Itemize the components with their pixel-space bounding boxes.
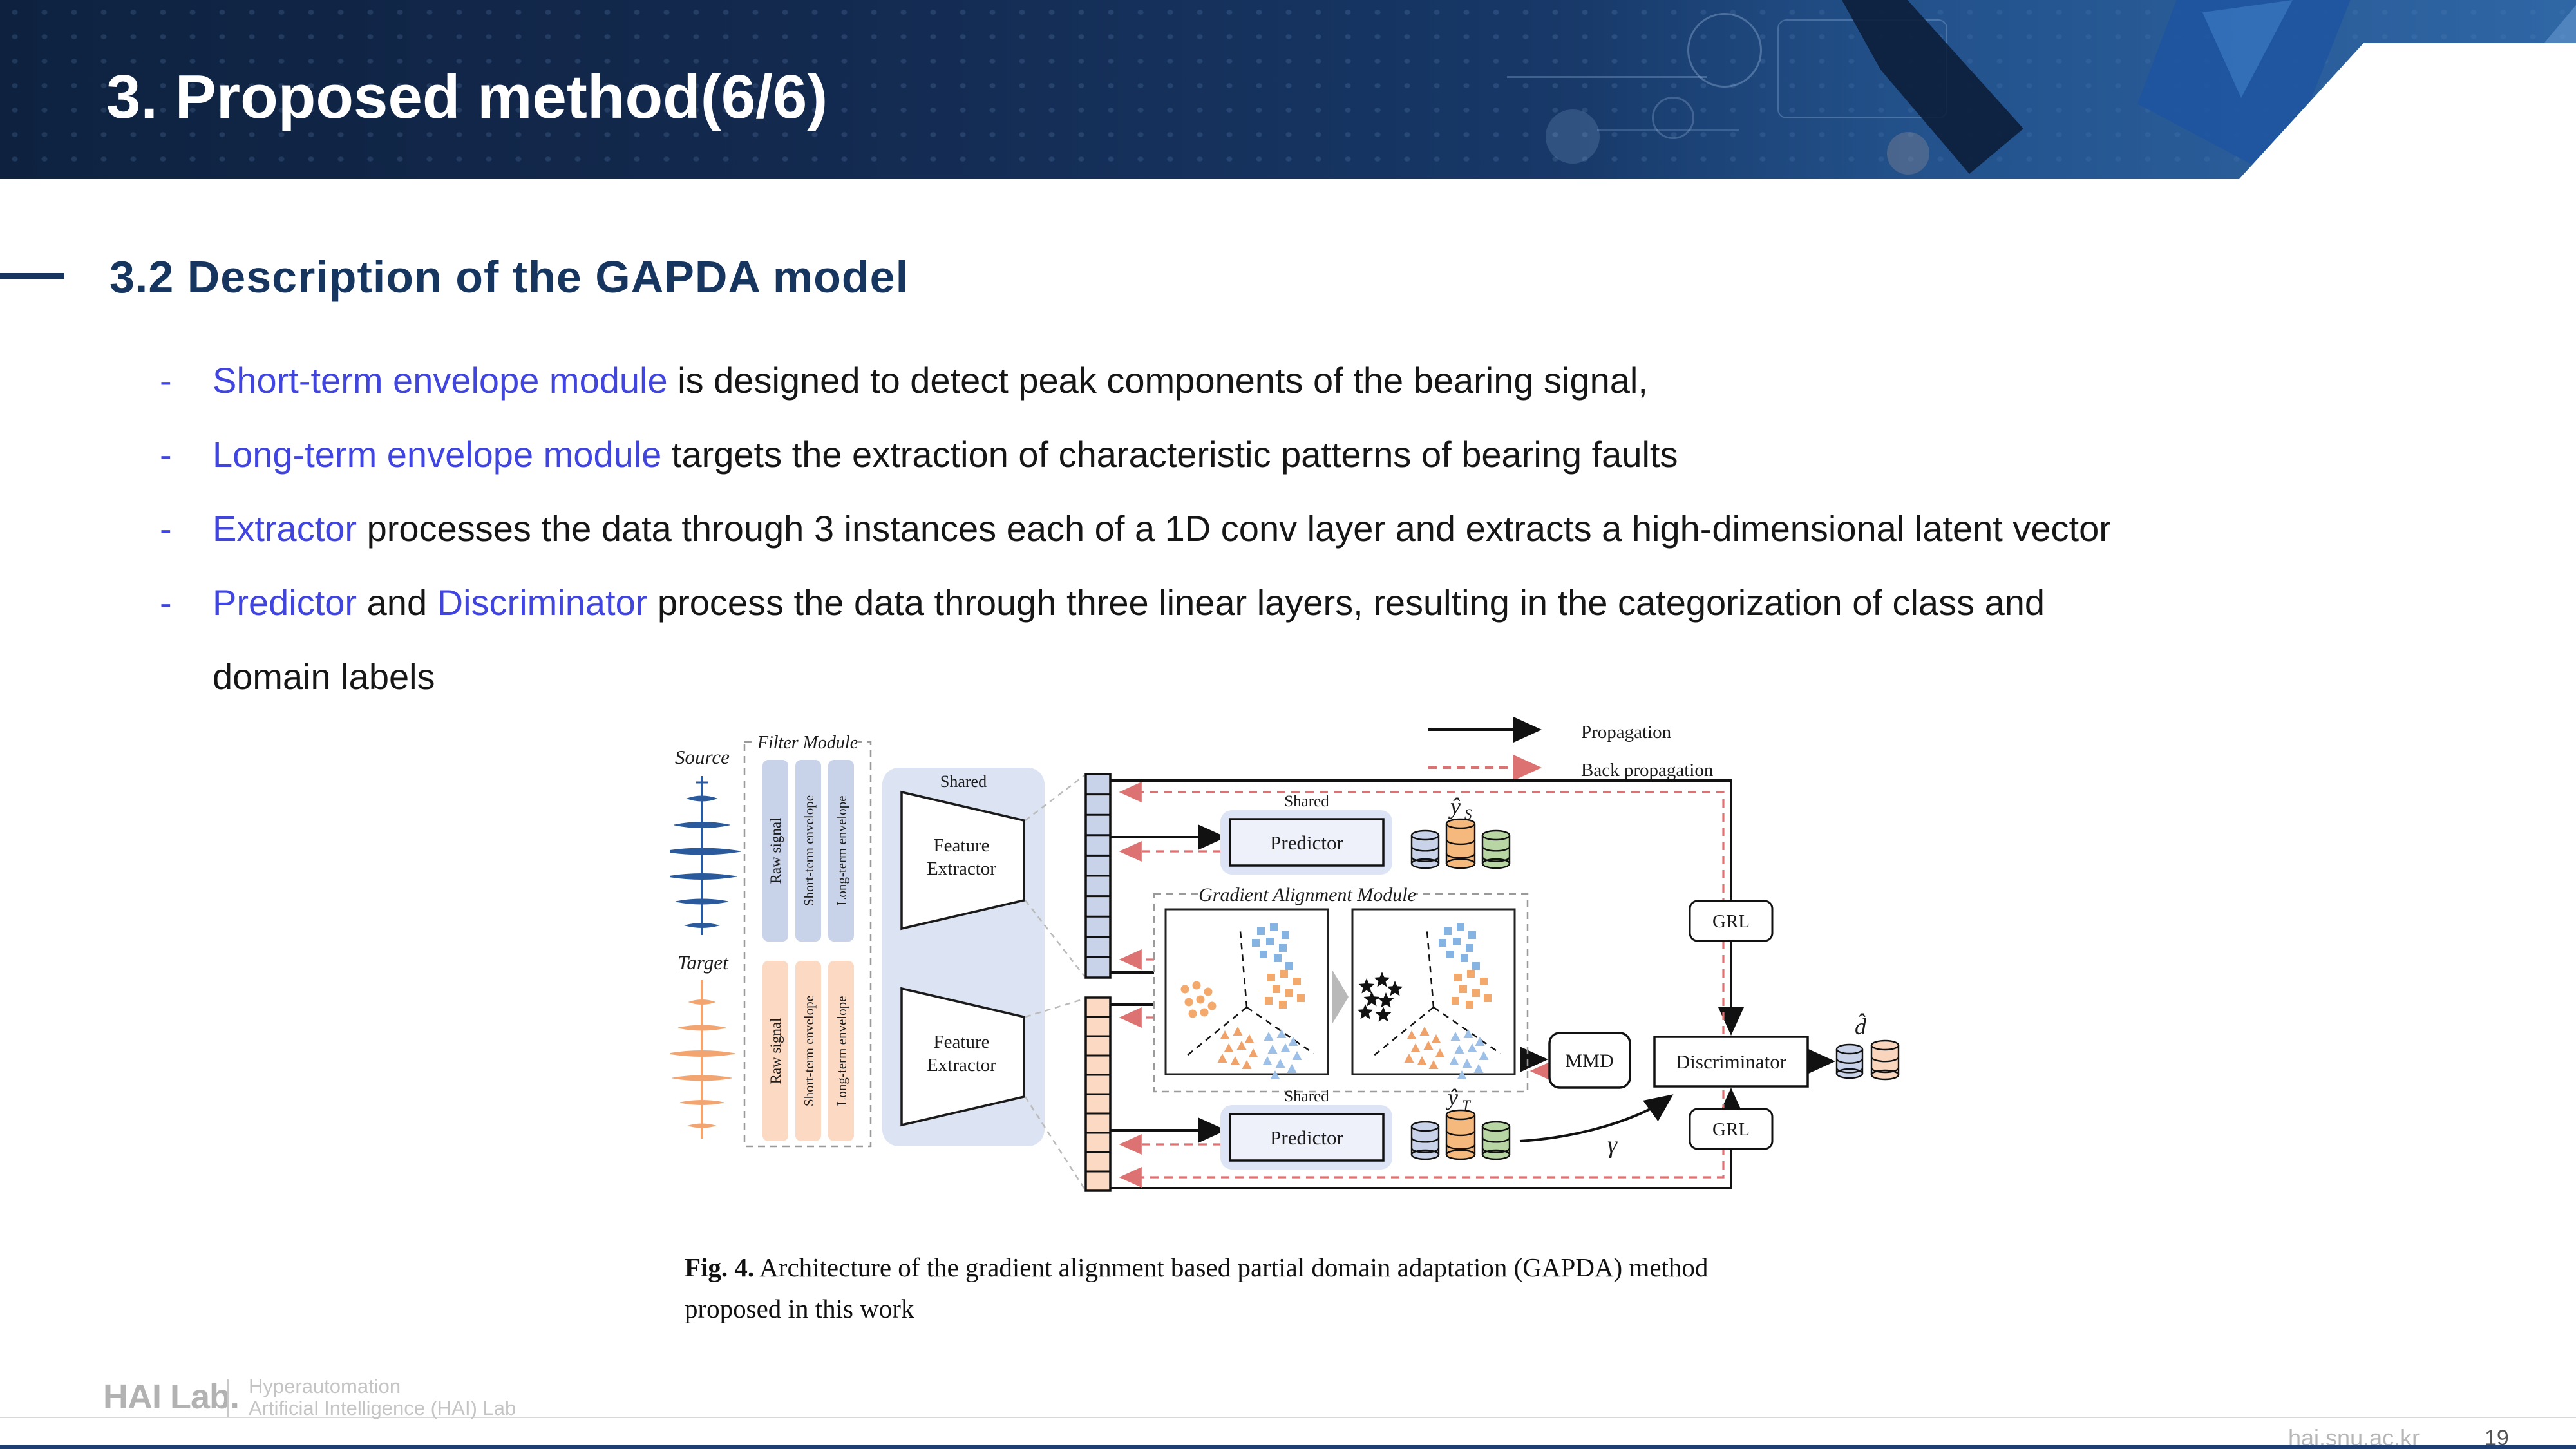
gam-decision-boundaries bbox=[1186, 931, 1501, 1057]
gam-scatter-after bbox=[1351, 908, 1516, 1075]
yhat-s-label: ŷ bbox=[1448, 793, 1461, 819]
hai-lab-logo: HAI Lab. bbox=[103, 1378, 240, 1416]
gam-scatter-before bbox=[1164, 908, 1329, 1075]
feature-extractor-label: Extractor bbox=[927, 858, 996, 879]
header-hud-circle-icon bbox=[1687, 13, 1762, 88]
header-bokeh1-icon bbox=[1546, 109, 1600, 164]
bullet-line-5: domain labels bbox=[213, 656, 435, 697]
feature-extractor-source-trapezoid bbox=[900, 790, 1025, 931]
predictor-bottom-label: Predictor bbox=[1270, 1126, 1343, 1149]
bullet-highlight: Predictor bbox=[213, 582, 357, 623]
predictor-bottom-shared-label: Shared bbox=[1284, 1088, 1329, 1105]
bullet-highlight: Long-term envelope module bbox=[213, 434, 662, 475]
predictor-top-label: Predictor bbox=[1270, 831, 1343, 854]
discriminator-box bbox=[1653, 1036, 1809, 1088]
lab-name-line2: Artificial Intelligence (HAI) Lab bbox=[249, 1397, 516, 1419]
section-title: 3.2 Description of the GAPDA model bbox=[109, 252, 909, 302]
header-hud-line-icon bbox=[1507, 76, 1707, 78]
header-bokeh2-icon bbox=[1887, 132, 1929, 175]
bullet-highlight: Extractor bbox=[213, 508, 357, 549]
footer-website: hai.snu.ac.kr bbox=[2288, 1425, 2420, 1449]
yhat-t-sub: T bbox=[1462, 1097, 1472, 1113]
bullet-line-2: -Long-term envelope module targets the e… bbox=[160, 433, 1678, 475]
bottom-accent-strip bbox=[0, 1445, 2576, 1449]
header-hud-line2-icon bbox=[1597, 129, 1739, 131]
bullet-text: targets the extraction of characteristic… bbox=[661, 434, 1678, 475]
bullet-dash: - bbox=[160, 360, 172, 401]
header-banner: 3. Proposed method(6/6) bbox=[0, 0, 2576, 179]
class-output-cylinders bbox=[1410, 818, 1900, 1160]
bar-label-short-term: Short-term envelope bbox=[801, 996, 817, 1106]
legend-backprop-label: Back propagation bbox=[1581, 760, 1714, 781]
mmd-box bbox=[1548, 1032, 1631, 1089]
bullet-dash: - bbox=[160, 434, 172, 475]
gam-label-chip bbox=[1199, 882, 1416, 907]
gapda-architecture-figure: Propagation Back propagation Source Targ… bbox=[670, 717, 1900, 1192]
figure-caption: Fig. 4. Architecture of the gradient ali… bbox=[685, 1247, 1870, 1329]
feature-extractor-label: Feature bbox=[934, 835, 990, 856]
bullet-dash: - bbox=[160, 508, 172, 549]
discriminator-label: Discriminator bbox=[1676, 1050, 1787, 1073]
dhat-label: d̂ bbox=[1855, 1013, 1867, 1039]
header-hud-circle-small-icon bbox=[1652, 97, 1694, 139]
bullet-text: processes the data through 3 instances e… bbox=[357, 508, 2111, 549]
gamma-label: γ bbox=[1607, 1132, 1618, 1159]
bar-label-raw-signal: Raw signal bbox=[768, 818, 784, 884]
grl-top-label: GRL bbox=[1712, 911, 1750, 932]
bar-label-long-term: Long-term envelope bbox=[834, 796, 849, 906]
predictor-top-shared-label: Shared bbox=[1284, 793, 1329, 810]
footer-vertical-divider bbox=[227, 1379, 229, 1417]
page-title: 3. Proposed method(6/6) bbox=[106, 62, 828, 131]
gam-title: Gradient Alignment Module bbox=[1198, 884, 1416, 905]
caption-line2: proposed in this work bbox=[685, 1294, 914, 1323]
filter-module-title: Filter Module bbox=[757, 733, 858, 753]
filter-bars-target: Raw signal Short-term envelope Long-term… bbox=[762, 961, 854, 1141]
bullet-line-1: -Short-term envelope module is designed … bbox=[160, 359, 1648, 401]
feature-extractor-target-trapezoid bbox=[900, 987, 1025, 1127]
bullet-line-4: -Predictor and Discriminator process the… bbox=[160, 582, 2045, 623]
lab-full-name: Hyperautomation Artificial Intelligence … bbox=[249, 1376, 516, 1419]
mmd-label: MMD bbox=[1565, 1050, 1613, 1072]
predictor-bottom-box bbox=[1229, 1113, 1385, 1162]
gam-transition-arrow-icon bbox=[1332, 969, 1349, 1025]
caption-fig-number: Fig. 4. bbox=[685, 1253, 755, 1282]
feature-extractor-label: Extractor bbox=[927, 1055, 996, 1075]
section-dash-decoration bbox=[0, 273, 64, 279]
source-label: Source bbox=[675, 746, 730, 768]
bar-label-long-term: Long-term envelope bbox=[834, 996, 849, 1106]
shared-extractor-label: Shared bbox=[940, 772, 987, 791]
yhat-s-sub: S bbox=[1464, 806, 1472, 822]
bullet-text: process the data through three linear la… bbox=[647, 582, 2045, 623]
target-label: Target bbox=[677, 951, 729, 974]
bullet-line-3: -Extractor processes the data through 3 … bbox=[160, 507, 2111, 549]
predictor-top-box bbox=[1229, 818, 1385, 867]
latent-connector-lines bbox=[1024, 775, 1086, 1189]
legend-propagation-label: Propagation bbox=[1581, 722, 1672, 743]
yhat-t-label: ŷ bbox=[1446, 1084, 1458, 1110]
filter-bars-source: Raw signal Short-term envelope Long-term… bbox=[762, 760, 854, 942]
bullet-highlight: Short-term envelope module bbox=[213, 360, 668, 401]
bar-label-raw-signal: Raw signal bbox=[768, 1018, 784, 1084]
caption-line1: Architecture of the gradient alignment b… bbox=[754, 1253, 1709, 1282]
source-signal-icon bbox=[670, 776, 741, 935]
target-latent-stack bbox=[1084, 996, 1112, 1192]
grl-bottom-box bbox=[1689, 1108, 1774, 1150]
grl-bottom-label: GRL bbox=[1712, 1119, 1750, 1140]
filter-module-label-chip bbox=[757, 729, 858, 755]
feature-extractor-label: Feature bbox=[934, 1032, 990, 1052]
grl-top-box bbox=[1689, 900, 1774, 942]
target-signal-icon bbox=[670, 980, 736, 1139]
footer-divider-line bbox=[0, 1417, 2576, 1418]
source-latent-stack bbox=[1084, 773, 1112, 979]
bullet-text: is designed to detect peak components of… bbox=[667, 360, 1648, 401]
gam-scatter-markers bbox=[1180, 923, 1492, 1079]
lab-name-line1: Hyperautomation bbox=[249, 1375, 401, 1397]
bullet-dash: - bbox=[160, 582, 172, 623]
bullet-highlight: Discriminator bbox=[437, 582, 648, 623]
bar-label-short-term: Short-term envelope bbox=[801, 795, 817, 906]
bullet-text: and bbox=[357, 582, 437, 623]
